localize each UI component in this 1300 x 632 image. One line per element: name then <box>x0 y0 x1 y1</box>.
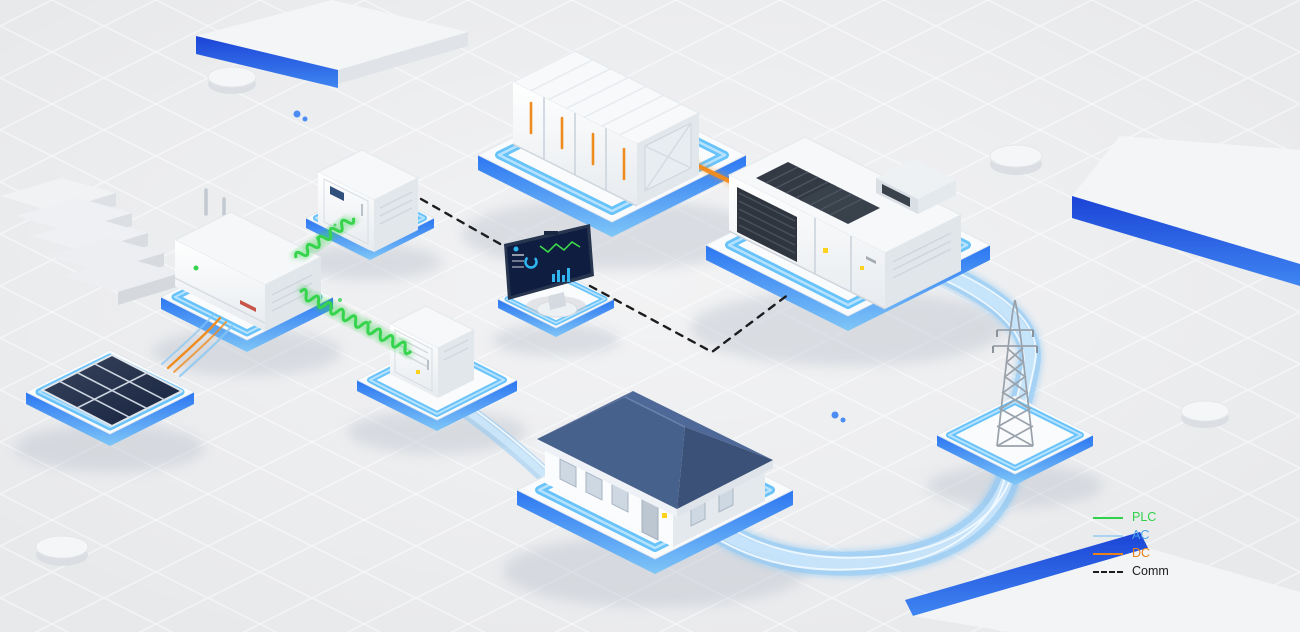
pcs-front-grille <box>737 187 797 262</box>
screen-donut-chart <box>524 255 538 269</box>
pedestal-disc <box>1180 400 1230 428</box>
decor-slab-top-right <box>1072 136 1300 286</box>
equipment-cabinet-upper <box>316 149 420 252</box>
warning-label <box>416 370 420 374</box>
status-led <box>193 265 199 271</box>
warning-label <box>662 513 667 518</box>
pedestal-disc <box>35 535 89 566</box>
screen-line-chart <box>539 241 581 253</box>
legend-label-plc: PLC <box>1132 510 1157 524</box>
stepped-block <box>0 178 180 305</box>
pcs-end-face <box>885 215 961 309</box>
comm-link-monitor-to-pcs <box>588 284 791 354</box>
inverter-front-face <box>175 240 265 331</box>
blue-marker <box>293 110 308 122</box>
container-roof-ridges <box>530 59 682 136</box>
legend: PLC AC DC Comm <box>1093 510 1169 579</box>
dc-line-swatch <box>1093 552 1123 555</box>
legend-item-dc: DC <box>1093 546 1169 561</box>
dc-flow-solar-to-inverter <box>161 313 234 378</box>
pedestal-disc <box>989 144 1043 175</box>
monitor-camera <box>544 231 558 235</box>
battery-container <box>511 50 701 207</box>
legend-item-ac: AC <box>1093 528 1169 543</box>
legend-label-ac: AC <box>1132 528 1150 542</box>
insulators <box>992 330 1038 353</box>
window <box>559 458 577 488</box>
solar-panel-array <box>41 354 183 427</box>
warning-label <box>823 248 828 253</box>
legend-label-comm: Comm <box>1132 564 1169 578</box>
comm-line-swatch <box>1093 570 1123 573</box>
pcs-top-grille <box>800 184 880 224</box>
ac-line-swatch <box>1093 534 1123 537</box>
legend-label-dc: DC <box>1132 546 1151 560</box>
legend-item-plc: PLC <box>1093 510 1169 525</box>
building-roof <box>537 397 685 509</box>
building-front-wall <box>545 441 673 547</box>
transmission-tower <box>992 299 1038 447</box>
platform-tower <box>935 395 1095 485</box>
comm-link-cabinet-to-monitor <box>419 197 504 247</box>
blue-marker <box>831 411 846 423</box>
window <box>585 471 603 501</box>
power-conversion-station <box>727 136 963 310</box>
inverter-unit <box>173 188 323 331</box>
office-building <box>537 391 773 547</box>
plc-sparkles <box>316 223 372 324</box>
decor-slab-top-left <box>196 0 468 88</box>
plc-link-inverter-to-upper-cabinet <box>291 216 358 260</box>
container-door-handles <box>529 101 626 181</box>
monitor-stand <box>548 292 566 310</box>
monitoring-workstation <box>504 224 594 318</box>
plc-link-inverter-to-lower-cabinet <box>297 285 414 358</box>
inverter-logo <box>240 300 256 312</box>
legend-item-comm: Comm <box>1093 564 1169 579</box>
warning-label <box>860 266 864 270</box>
pedestal-disc <box>207 66 257 94</box>
plc-line-swatch <box>1093 516 1123 519</box>
ac-flow-tower-to-building <box>690 438 1027 578</box>
decor-slab-bottom-right <box>905 532 1300 632</box>
cabinet-display <box>330 186 344 201</box>
